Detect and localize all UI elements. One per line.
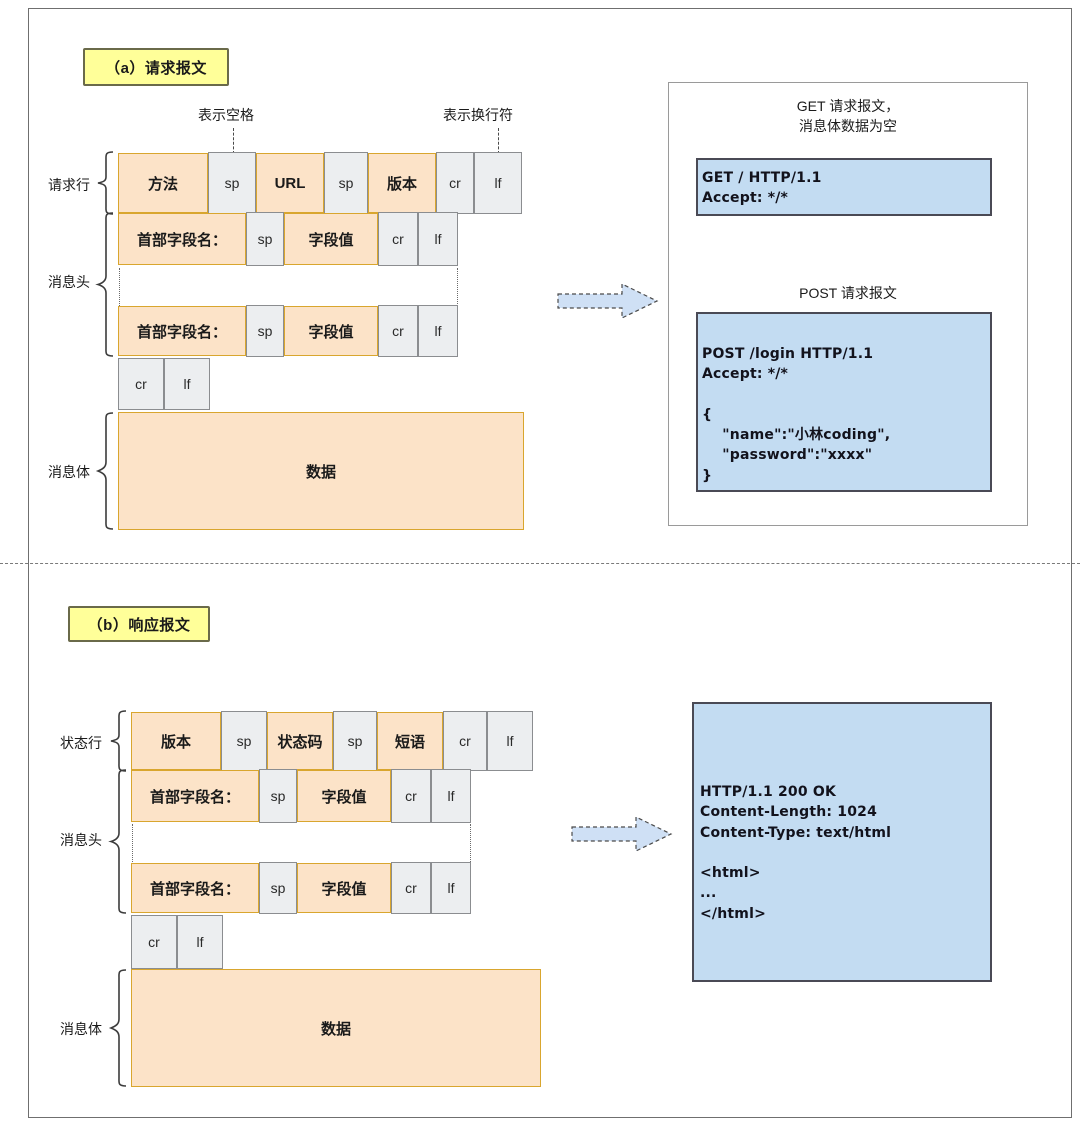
response-brace-status-line [108,710,128,772]
response-header-continuation-left [132,824,133,862]
request-example-1-code: GET / HTTP/1.1 Accept: */* [696,158,992,216]
request-group-label-start-line: 请求行 [48,177,90,193]
caption-request-message: （a）请求报文 [83,48,229,86]
response-header2-cell-cr: cr [391,862,431,914]
response-header2-cell-name: 首部字段名： [131,863,259,913]
response-blankline-cell-lf: lf [177,915,223,969]
request-example-2-code: POST /login HTTP/1.1 Accept: */* { "name… [696,312,992,492]
request-line-cell-url: URL [256,153,324,213]
response-header1-cell-value: 字段值 [297,770,391,822]
request-line-cell-method: 方法 [118,153,208,213]
status-line-cell-version: 版本 [131,712,221,770]
response-group-label-status-line: 状态行 [60,735,102,751]
response-header1-cell-cr: cr [391,769,431,823]
response-group-label-body: 消息体 [60,1021,102,1037]
request-example-2-title: POST 请求报文 [799,285,897,301]
request-blankline-cell-lf: lf [164,358,210,410]
response-header-continuation-right [470,824,471,862]
section-divider [0,563,1080,564]
status-line-cell-code: 状态码 [267,712,333,770]
request-header2-cell-cr: cr [378,305,418,357]
request-header2-cell-sp: sp [246,305,284,357]
request-header1-cell-name: 首部字段名： [118,213,246,265]
status-line-cell-sp-2: sp [333,711,377,771]
request-line-cell-sp-2: sp [324,152,368,214]
request-body-box: 数据 [118,412,524,530]
response-header2-cell-sp: sp [259,862,297,914]
request-header1-cell-value: 字段值 [284,213,378,265]
annotation-space-label: 表示空格 [198,107,254,123]
response-header1-cell-sp: sp [259,769,297,823]
request-brace-body [95,412,115,530]
response-example-code: HTTP/1.1 200 OK Content-Length: 1024 Con… [692,702,992,982]
response-group-label-headers: 消息头 [60,832,102,848]
status-line-cell-cr: cr [443,711,487,771]
request-header-continuation-left [119,268,120,306]
request-group-label-body: 消息体 [48,464,90,480]
request-line-cell-sp-1: sp [208,152,256,214]
request-line-cell-cr: cr [436,152,474,214]
annotation-newline-label: 表示换行符 [443,107,513,123]
request-header1-cell-lf: lf [418,212,458,266]
request-header1-cell-cr: cr [378,212,418,266]
request-flow-arrow [556,282,660,320]
request-line-cell-version: 版本 [368,153,436,213]
response-body-box: 数据 [131,969,541,1087]
status-line-cell-reason: 短语 [377,712,443,770]
request-header2-cell-name: 首部字段名： [118,306,246,356]
response-header2-cell-lf: lf [431,862,471,914]
request-header2-cell-value: 字段值 [284,306,378,356]
response-header2-cell-value: 字段值 [297,863,391,913]
request-brace-headers [95,212,115,357]
response-brace-body [108,969,128,1087]
response-flow-arrow [570,815,674,853]
request-example-1-title: GET 请求报文， 消息体数据为空 [796,98,900,135]
annotation-space-leader [233,128,234,154]
response-header1-cell-name: 首部字段名： [131,770,259,822]
request-group-label-headers: 消息头 [48,274,90,290]
request-blankline-cell-cr: cr [118,358,164,410]
response-header1-cell-lf: lf [431,769,471,823]
response-blankline-cell-cr: cr [131,915,177,969]
response-brace-headers [108,769,128,914]
request-brace-start-line [95,151,115,215]
request-line-cell-lf: lf [474,152,522,214]
annotation-newline-leader [498,128,499,154]
request-header1-cell-sp: sp [246,212,284,266]
status-line-cell-lf: lf [487,711,533,771]
caption-response-message: （b）响应报文 [68,606,210,642]
status-line-cell-sp-1: sp [221,711,267,771]
request-header2-cell-lf: lf [418,305,458,357]
request-header-continuation-right [457,268,458,306]
